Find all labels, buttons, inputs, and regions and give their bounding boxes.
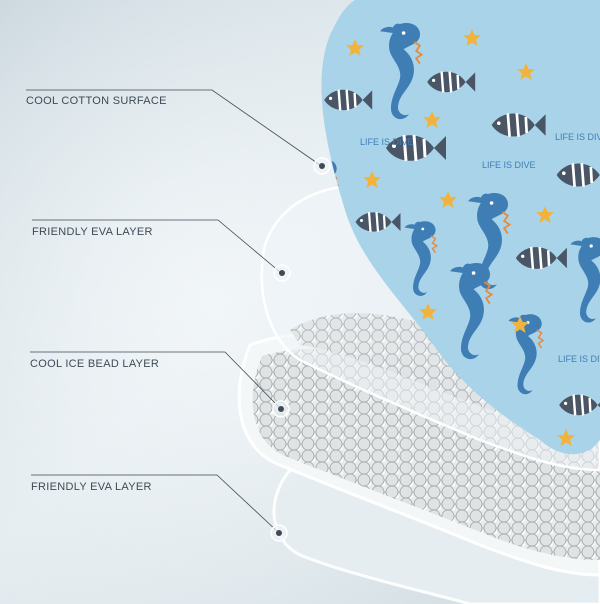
callout-label-ice-bead-layer: COOL ICE BEAD LAYER — [30, 358, 160, 370]
callout-label-eva-layer-top: FRIENDLY EVA LAYER — [32, 226, 153, 238]
callout-line-1 — [26, 89, 321, 166]
callout-line-4 — [31, 474, 279, 533]
callout-marker-icon — [272, 400, 290, 418]
callout-line-2 — [32, 219, 281, 273]
fabric-print-text: LIFE IS DIVE — [482, 160, 536, 170]
callout-label-cotton-surface: COOL COTTON SURFACE — [26, 95, 167, 107]
fabric-print-text: LIFE IS DIVE — [558, 354, 600, 364]
fabric-print-text: LIFE IS DIVE — [360, 137, 414, 147]
callout-label-eva-layer-bottom: FRIENDLY EVA LAYER — [31, 481, 152, 493]
callout-marker-icon — [270, 524, 288, 542]
fabric-print-text: LIFE IS DIVE — [555, 132, 600, 142]
callout-marker-icon — [273, 264, 291, 282]
callout-marker-icon — [313, 157, 331, 175]
callout-line-3 — [30, 351, 281, 409]
cotton-fabric-layer: LIFE IS DIVE LIFE IS DIVE LIFE IS DIVE L… — [321, 0, 600, 455]
